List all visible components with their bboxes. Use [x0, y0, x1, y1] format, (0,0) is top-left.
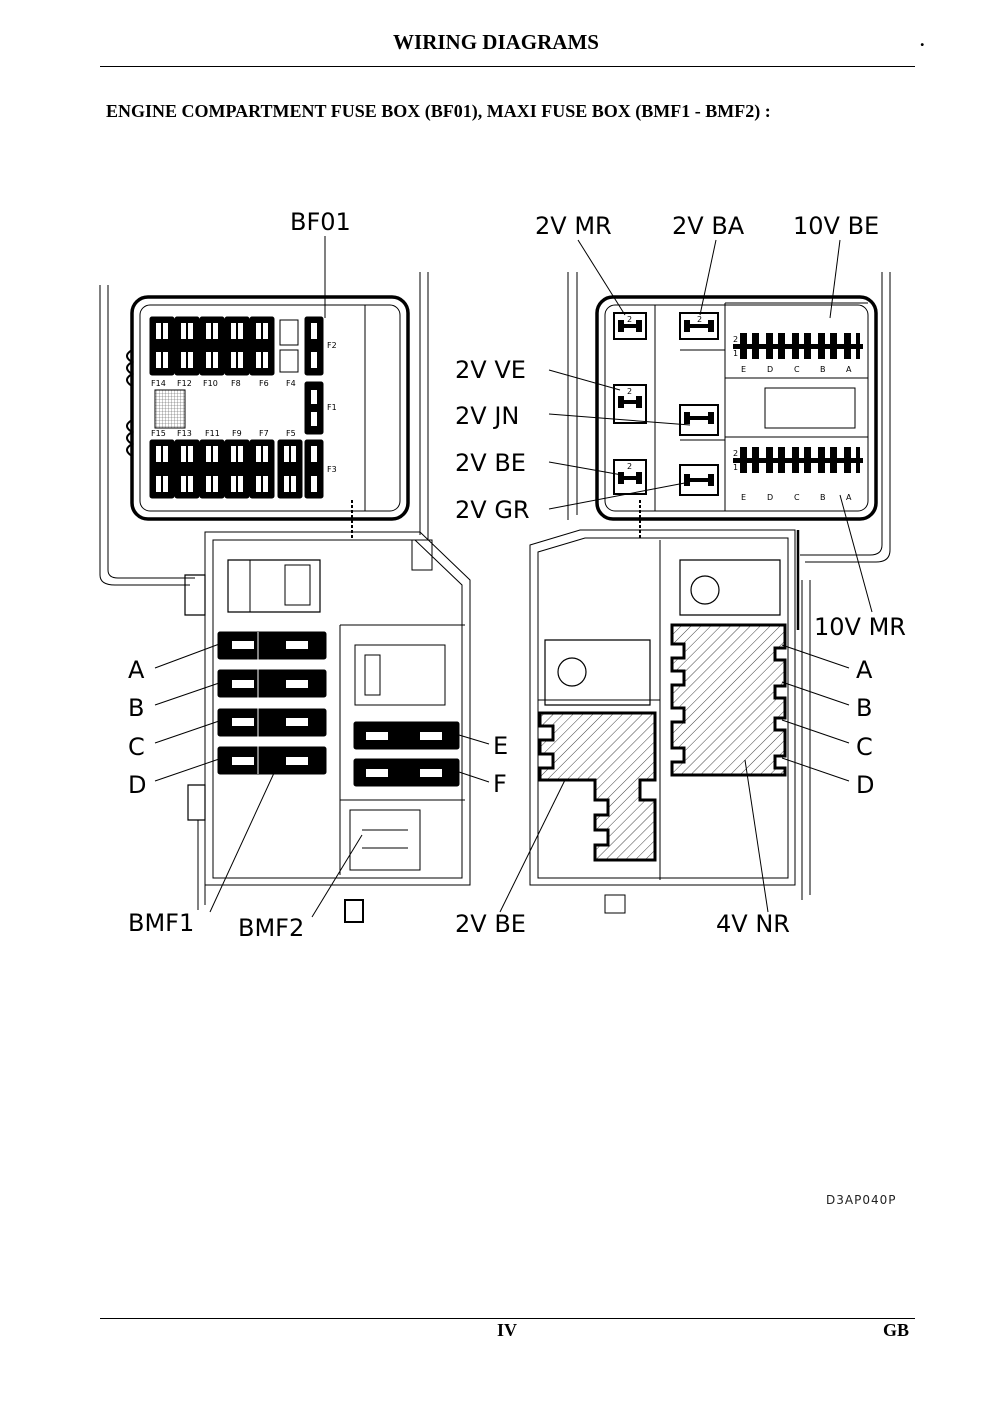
footer-page-number: IV	[497, 1320, 518, 1340]
section-title: ENGINE COMPARTMENT FUSE BOX (BF01), MAXI…	[106, 101, 771, 121]
fuse-label: F3	[327, 465, 337, 474]
label-2v-ba: 2V BA	[672, 212, 745, 240]
connector-letter: A	[846, 493, 852, 502]
pin-mark: 2	[627, 315, 632, 324]
fuse-label: F12	[177, 379, 192, 388]
connector-letter: A	[846, 365, 852, 374]
fuse-label: F6	[259, 379, 269, 388]
label-c-right: C	[856, 733, 873, 761]
right-assembly	[529, 272, 891, 914]
fuse-label: F10	[203, 379, 218, 388]
reference-code: D3AP040P	[826, 1193, 897, 1207]
label-2v-gr: 2V GR	[455, 496, 530, 524]
left-assembly	[99, 272, 471, 923]
pin-mark: 1	[733, 349, 738, 358]
bf01-relay-grid	[154, 389, 186, 429]
bmf1-fuses	[217, 631, 327, 775]
connector-letter: C	[794, 493, 800, 502]
maxi-fuse-4v-hatched	[670, 623, 787, 777]
label-d-right: D	[856, 771, 874, 799]
connector-letter: D	[767, 365, 773, 374]
connector-letter: D	[767, 493, 773, 502]
pin-mark: 2	[627, 462, 632, 471]
pin-mark: 2	[733, 449, 738, 458]
pin-mark: 2	[627, 387, 632, 396]
label-a-left: A	[128, 656, 145, 684]
label-2v-mr: 2V MR	[535, 212, 612, 240]
label-2v-ve: 2V VE	[455, 356, 526, 384]
pin-mark: 1	[733, 463, 738, 472]
bf01-fuses-bottom	[149, 381, 324, 499]
fuse-label: F8	[231, 379, 241, 388]
label-d-left: D	[128, 771, 146, 799]
label-c-left: C	[128, 733, 145, 761]
label-b-left: B	[128, 694, 144, 722]
label-bmf1: BMF1	[128, 909, 194, 937]
pin-mark: 2	[697, 315, 702, 324]
connector-letter: B	[820, 493, 826, 502]
fuse-label: F4	[286, 379, 296, 388]
connector-letter: C	[794, 365, 800, 374]
bf01-fuses-top	[149, 316, 324, 376]
fuse-label: F7	[259, 429, 269, 438]
connector-letter: E	[741, 493, 746, 502]
label-a-right: A	[856, 656, 873, 684]
label-b-right: B	[856, 694, 872, 722]
connector-letter: E	[741, 365, 746, 374]
label-f: F	[493, 770, 507, 798]
fuse-label: F15	[151, 429, 166, 438]
bmf2-fuses	[353, 721, 460, 787]
label-bf01: BF01	[290, 208, 351, 236]
pin-mark: 2	[733, 335, 738, 344]
fuse-label: F13	[177, 429, 192, 438]
footer-language: GB	[883, 1320, 910, 1340]
fuse-label: F11	[205, 429, 220, 438]
label-10v-mr: 10V MR	[814, 613, 906, 641]
label-4v-nr: 4V NR	[716, 910, 790, 938]
label-e: E	[493, 732, 508, 760]
header-rule	[100, 66, 915, 67]
label-2v-be-top: 2V BE	[455, 449, 526, 477]
connector-letter: B	[820, 365, 826, 374]
fuse-label: F5	[286, 429, 296, 438]
fuse-label: F14	[151, 379, 166, 388]
connectors-10v	[733, 333, 863, 473]
label-2v-be-bottom: 2V BE	[455, 910, 526, 938]
fuse-label: F2	[327, 341, 337, 350]
relays-2v	[613, 312, 719, 496]
label-bmf2: BMF2	[238, 914, 304, 942]
label-10v-be: 10V BE	[793, 212, 879, 240]
maxi-fuse-2v-hatched	[538, 711, 657, 862]
fuse-label: F9	[232, 429, 242, 438]
header-dot: .	[920, 30, 925, 50]
label-2v-jn: 2V JN	[455, 402, 519, 430]
fuse-label: F1	[327, 403, 337, 412]
leader-lines	[154, 236, 873, 918]
page-header-title: WIRING DIAGRAMS	[393, 30, 599, 54]
footer-rule	[100, 1318, 915, 1319]
